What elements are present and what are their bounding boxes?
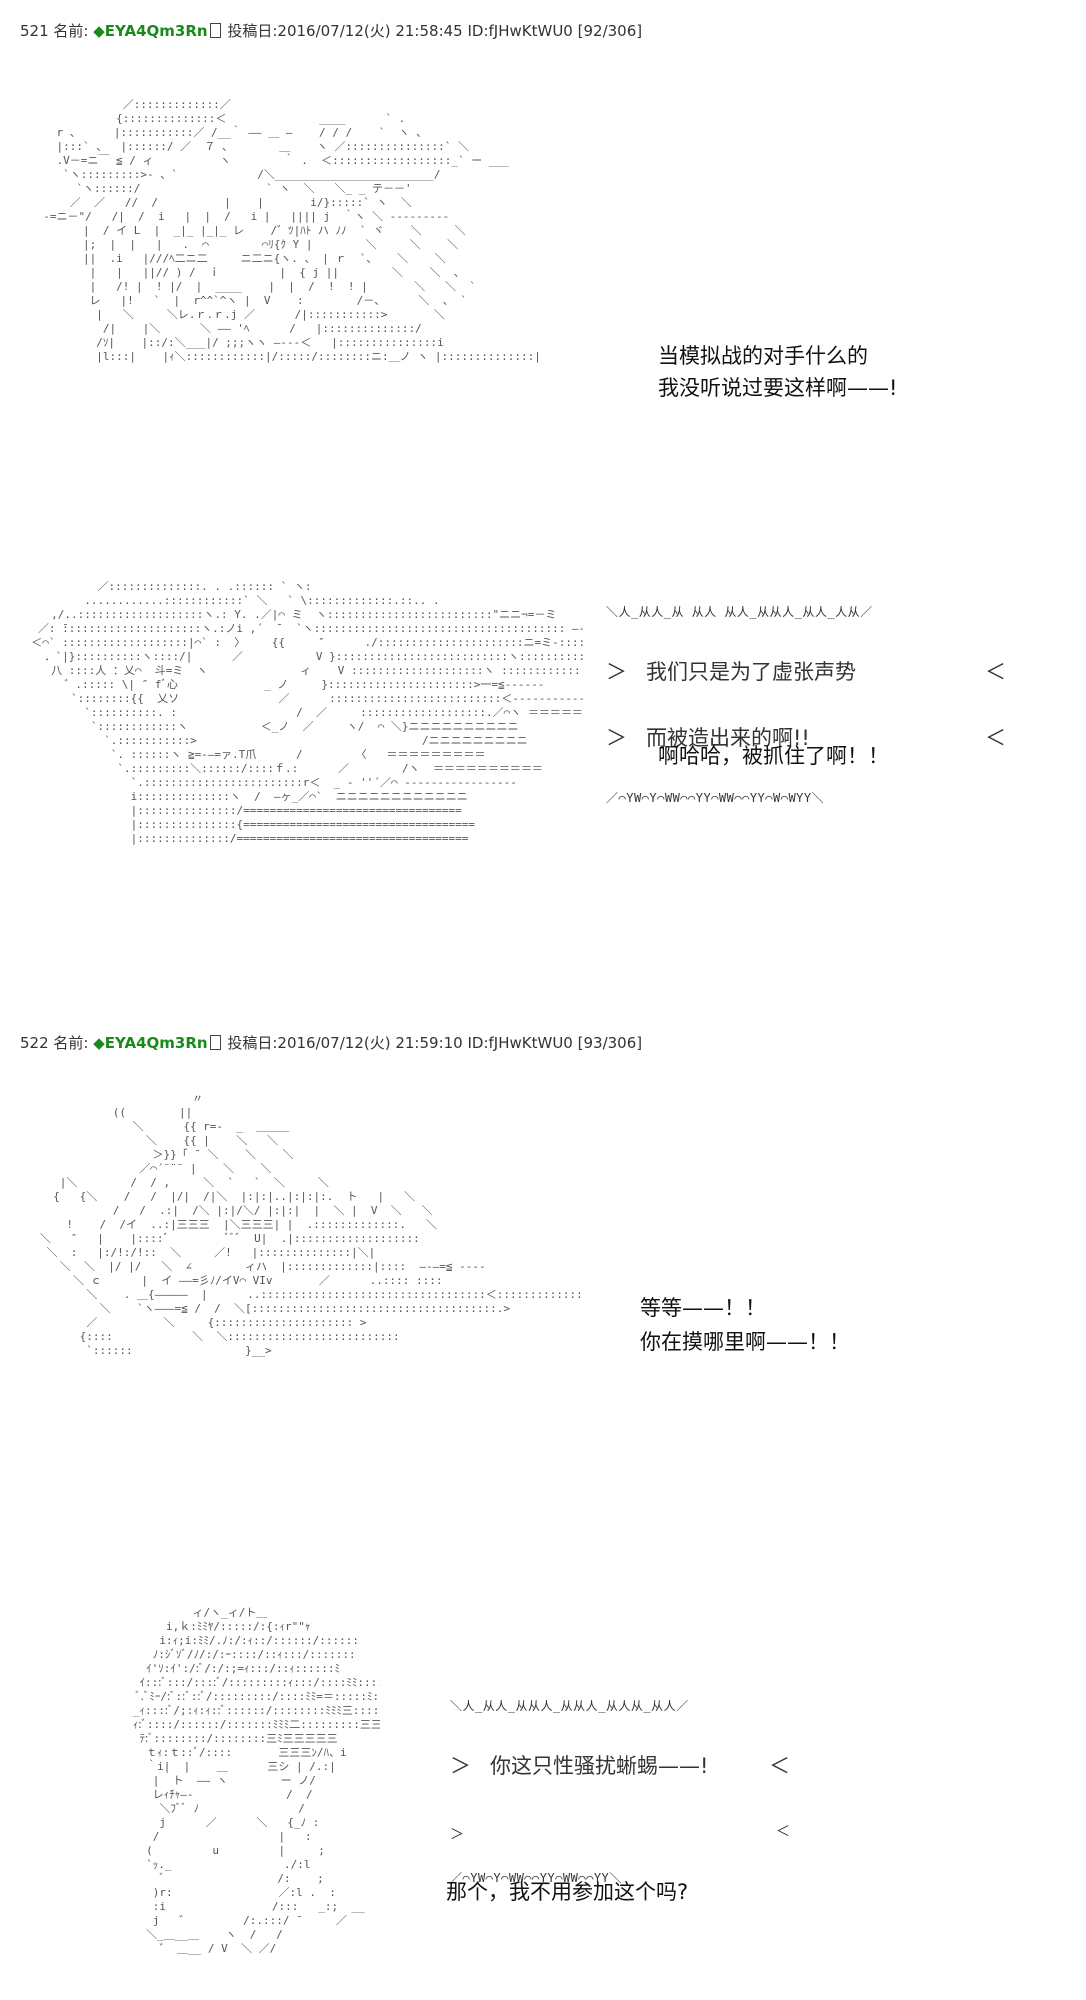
- dialogue-line: 我没听说过要这样啊——!: [658, 376, 898, 400]
- dialogue-line: 那个，我不用参加这个吗?: [446, 1880, 689, 1904]
- tofu-icon: [209, 23, 221, 38]
- shout-bubble-1: ＼人_从人_从 从人 从人_从从人_从人_人从／ ＞我们只是为了虚张声势＜ ＞而…: [606, 605, 1006, 805]
- name-label: 名前:: [53, 22, 89, 40]
- name-label: 名前:: [53, 1034, 89, 1052]
- post-number: 521: [20, 22, 49, 40]
- ascii-art-character-3: 〃 (( || ＼ {{ r=- _ ＿＿＿ ＼ {{ | ＼ ＼ ＞}}「 ̄…: [39, 1092, 580, 1357]
- tofu-icon: [209, 1035, 221, 1050]
- poster-id[interactable]: ID:fJHwKtWU0: [467, 22, 573, 40]
- ascii-art-character-4: ィ/ヽ_ィ/ト＿ i,ｋ:ﾐﾐﾔ/:::::/:{:ｨr""ｬ i:ｨ;i:ﾐﾐ…: [132, 1606, 380, 1955]
- shout-line: 你这只性骚扰蜥蜴——!: [490, 1754, 709, 1778]
- dialogue-line: 当模拟战的对手什么的: [658, 344, 868, 368]
- poster-name[interactable]: ◆EYA4Qm3Rn: [93, 1034, 208, 1052]
- poster-name[interactable]: ◆EYA4Qm3Rn: [93, 22, 208, 40]
- shout-bubble-2: ＼人_从人_从从人_从从人_从人从_从人／ ＞你这只性骚扰蜥蜴——!＜ ＞＜ ／…: [450, 1699, 790, 1885]
- post-number: 522: [20, 1034, 49, 1052]
- ascii-art-character-2: ／::::::::::::::. . .:::::: ` ヽ: ........…: [31, 580, 583, 845]
- post-count: [92/306]: [577, 22, 643, 40]
- dialogue-line: 啊哈哈，被抓住了啊！！: [658, 744, 889, 768]
- post-header-522: 522 名前: ◆EYA4Qm3Rn 投稿日:2016/07/12(火) 21:…: [20, 1032, 642, 1053]
- shout-line: 我们只是为了虚张声势: [646, 660, 856, 684]
- poster-id[interactable]: ID:fJHwKtWU0: [467, 1034, 573, 1052]
- dialogue-line: 等等——！！: [640, 1296, 766, 1320]
- post-date: 投稿日:2016/07/12(火) 21:59:10: [227, 1034, 463, 1052]
- post-header-521: 521 名前: ◆EYA4Qm3Rn 投稿日:2016/07/12(火) 21:…: [20, 20, 642, 41]
- ascii-art-character-1: ／:::::::::::::／ {::::::::::::::＜ ____ ` …: [43, 98, 541, 363]
- shout-line: 而被造出来的啊!!: [646, 726, 810, 750]
- post-count: [93/306]: [577, 1034, 643, 1052]
- post-date: 投稿日:2016/07/12(火) 21:58:45: [227, 22, 463, 40]
- dialogue-line: 你在摸哪里啊——！！: [640, 1330, 850, 1354]
